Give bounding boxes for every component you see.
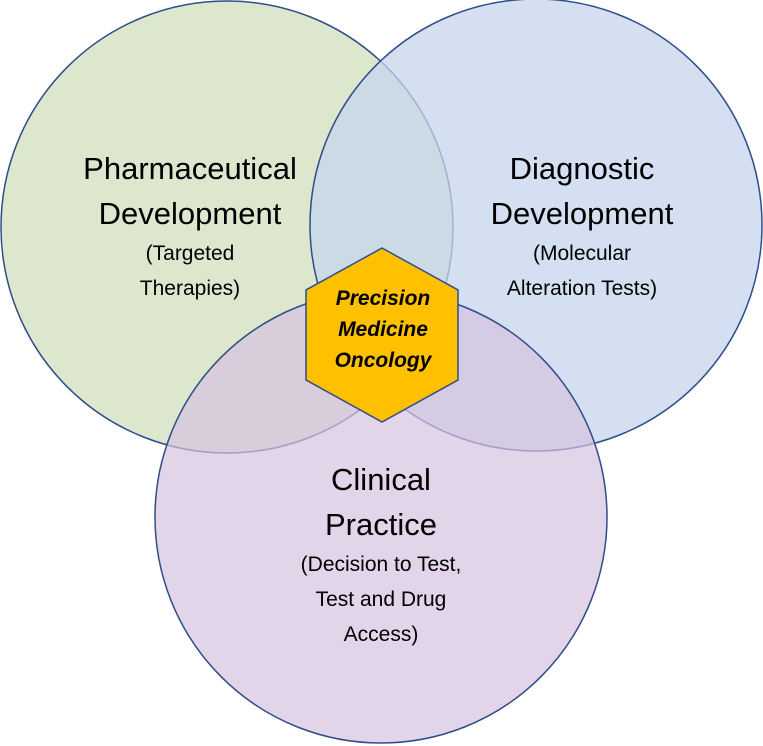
clinical-title-line-1: Clinical [331,462,431,497]
clinical-title-line-2: Practice [325,507,437,542]
diagnostic-title-line-2: Development [490,196,674,231]
clinical-subtitle-line-3: Access) [343,623,419,646]
pharmaceutical-subtitle-line-1: (Targeted [145,242,235,265]
clinical-subtitle-line-1: (Decision to Test, [300,553,462,576]
pharmaceutical-development-label: Pharmaceutical Development (Targeted The… [40,146,340,306]
pharmaceutical-subtitle-line-2: Therapies) [139,277,241,300]
diagnostic-subtitle-line-2: Alteration Tests) [506,277,658,300]
clinical-practice-label: Clinical Practice (Decision to Test, Tes… [231,457,531,652]
diagnostic-subtitle-line-1: (Molecular [532,242,632,265]
pharmaceutical-title-line-2: Development [98,196,282,231]
precision-medicine-hexagon [305,247,459,423]
center-line-3: Oncology [334,349,432,372]
center-line-1: Precision [335,287,431,310]
pharmaceutical-title-line-1: Pharmaceutical [83,151,297,186]
precision-medicine-oncology-label: Precision Medicine Oncology [309,283,457,376]
clinical-subtitle-line-2: Test and Drug [315,588,447,611]
center-line-2: Medicine [338,318,428,341]
diagnostic-title-line-1: Diagnostic [509,151,655,186]
diagnostic-development-label: Diagnostic Development (Molecular Altera… [432,146,732,306]
